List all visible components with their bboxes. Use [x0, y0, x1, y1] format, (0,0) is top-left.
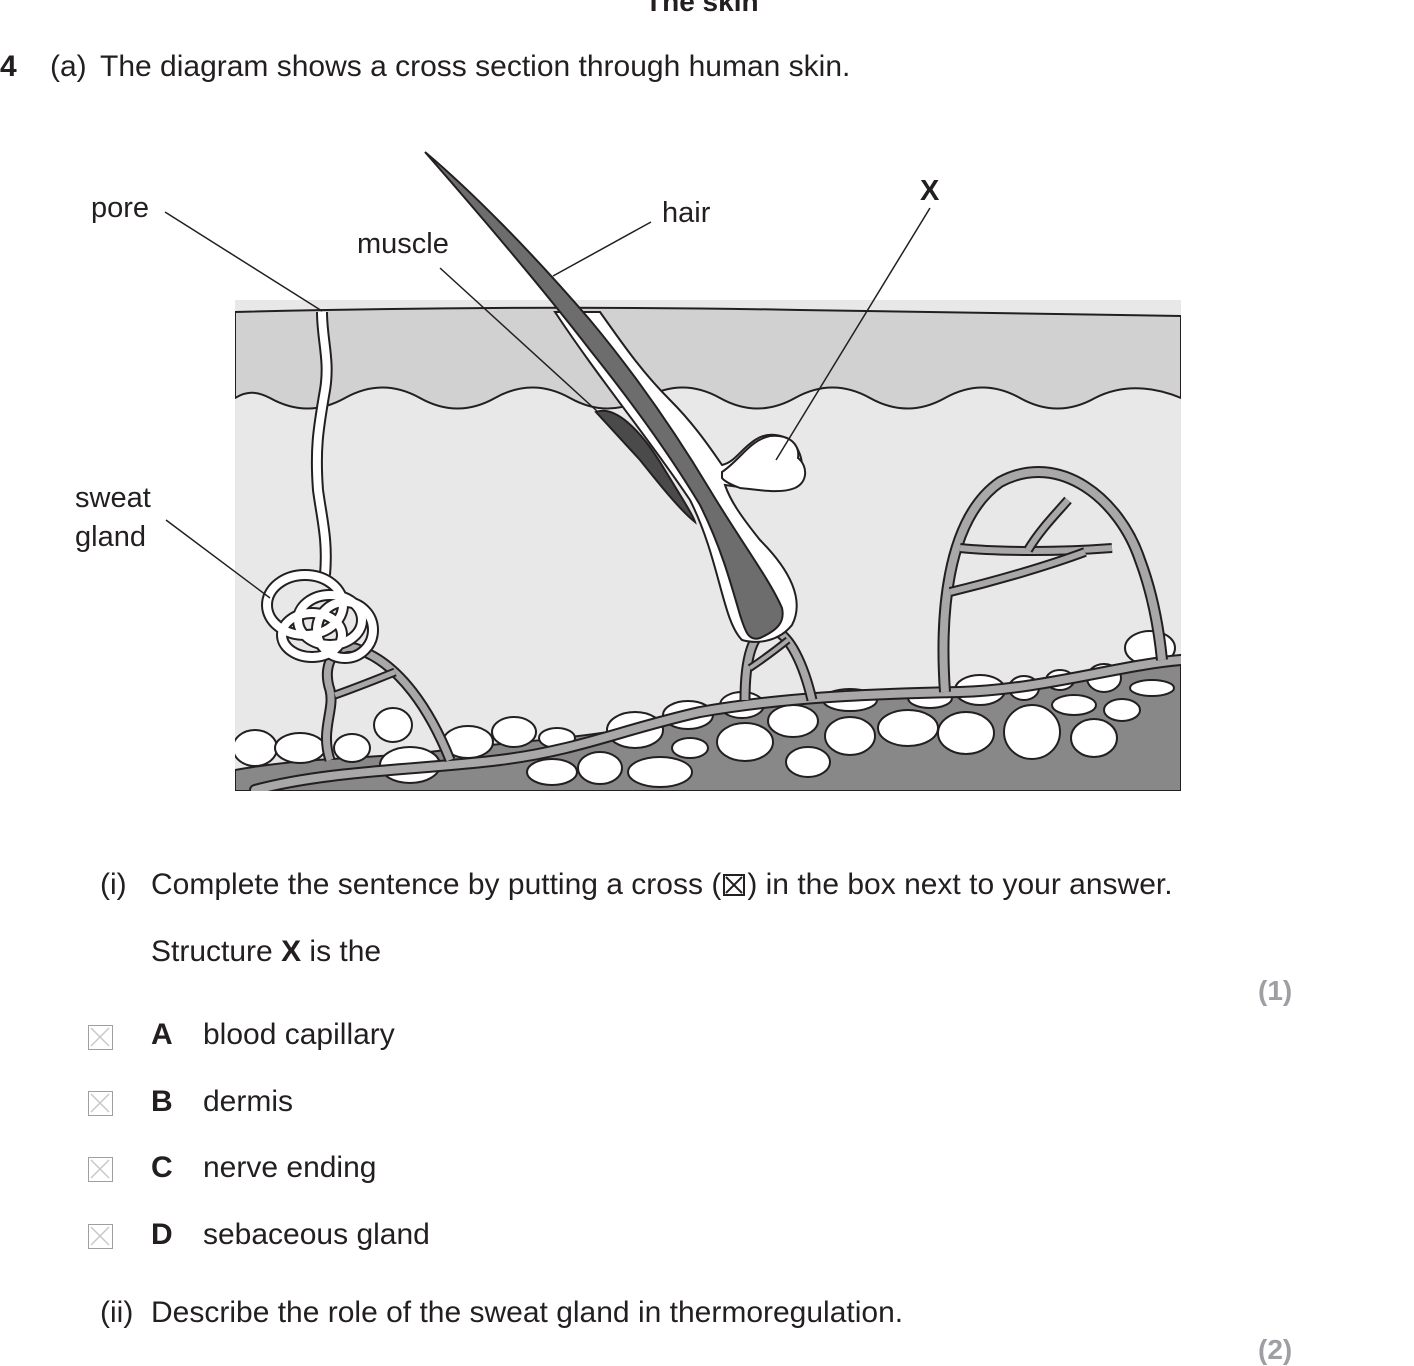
sweat-duct: [310, 311, 333, 576]
crossed-box-icon: [723, 874, 746, 896]
sebaceous-gland: [721, 434, 807, 493]
label-gland: gland: [75, 521, 146, 553]
epidermis-layer: [235, 306, 1181, 410]
question-number: 4: [0, 50, 17, 83]
answer-box-d[interactable]: [88, 1224, 113, 1249]
answer-box-a[interactable]: [88, 1025, 113, 1050]
subpart-ii-label: (ii): [100, 1296, 134, 1329]
question-part: (a): [50, 50, 87, 83]
instruction-end: ) in the box next to your answer.: [747, 868, 1173, 901]
question-text: The diagram shows a cross section throug…: [100, 50, 851, 83]
option-text-c: nerve ending: [203, 1151, 377, 1184]
skin-diagram: pore muscle hair X sweat gland: [75, 151, 1181, 791]
stem-structure-x: X: [281, 935, 302, 968]
option-text-b: dermis: [203, 1085, 294, 1118]
subpart-i-label: (i): [100, 868, 127, 901]
capillary-loop-right: [937, 466, 1168, 693]
instruction: Complete the sentence by putting a cross…: [151, 868, 1173, 902]
label-pore: pore: [91, 192, 149, 224]
option-letter-d: D: [151, 1218, 173, 1251]
stem-start: Structure: [151, 935, 282, 968]
label-muscle: muscle: [357, 228, 449, 260]
instruction-start: Complete the sentence by putting a cross…: [151, 868, 722, 901]
answer-box-b[interactable]: [88, 1091, 113, 1116]
stem-end: is the: [301, 935, 382, 968]
arrector-muscle: [594, 409, 697, 525]
leader-lines: [164, 207, 931, 599]
label-hair: hair: [662, 197, 711, 229]
marks-2: (2): [1258, 1334, 1293, 1365]
marks-1: (1): [1258, 975, 1293, 1006]
question-stem: Structure X is the: [151, 935, 381, 969]
answer-box-c[interactable]: [88, 1157, 113, 1182]
sweat-gland-coil: [261, 569, 379, 664]
option-letter-b: B: [151, 1085, 173, 1118]
label-x: X: [920, 175, 940, 207]
option-text-a: blood capillary: [203, 1018, 395, 1051]
hair-shaft: [424, 151, 784, 640]
option-text-d: sebaceous gland: [203, 1218, 430, 1251]
label-sweat: sweat: [75, 482, 151, 514]
option-letter-a: A: [151, 1018, 173, 1051]
page-title: The skin: [645, 0, 759, 17]
subpart-ii-text: Describe the role of the sweat gland in …: [151, 1296, 904, 1329]
option-letter-c: C: [151, 1151, 173, 1184]
